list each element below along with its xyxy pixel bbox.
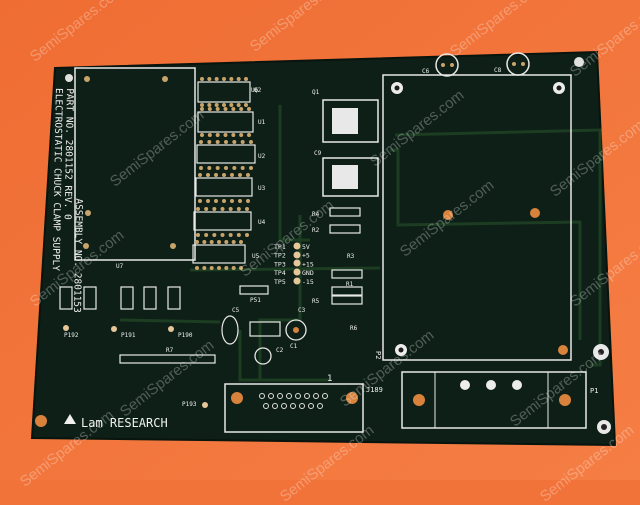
resistors xyxy=(59,207,363,364)
ref-r4: R4 xyxy=(312,211,320,218)
copper-pad xyxy=(530,208,540,218)
ref-c3: C3 xyxy=(298,307,306,314)
ref-q1: Q1 xyxy=(312,89,320,96)
brand-text: Lam RESEARCH xyxy=(81,416,168,430)
ref-r5: R5 xyxy=(312,298,320,305)
testpoint-value: +15 xyxy=(302,260,314,268)
ref-c6: C6 xyxy=(422,68,430,75)
copper-pad xyxy=(443,210,453,220)
ic-pins xyxy=(195,77,253,270)
ref-r1: R1 xyxy=(346,281,354,288)
copper-pad xyxy=(558,345,568,355)
corner-hole xyxy=(35,415,47,427)
pcb-photo: ELECTROSTATIC CHUCK CLAMP SUPPLY PART NO… xyxy=(0,0,640,480)
ref-q2: Q2 xyxy=(254,87,262,94)
signal-pads xyxy=(63,325,208,408)
pad xyxy=(170,243,176,249)
testpoint-value: +5 xyxy=(302,252,310,260)
testpoint-tp5: TP5 xyxy=(274,278,286,286)
copper-pad xyxy=(413,394,425,406)
pad xyxy=(83,243,89,249)
testpoint-value: 5V xyxy=(302,243,310,251)
regulator-q2 xyxy=(322,99,379,143)
regulator-q1 xyxy=(322,157,379,197)
dsub-pins xyxy=(259,393,328,409)
label-pin-one: 1 xyxy=(327,374,332,384)
lam-logo: Lam RESEARCH xyxy=(64,414,168,430)
testpoint-pads xyxy=(293,242,301,285)
testpoint-tp4: TP4 xyxy=(274,269,286,277)
ref-r6: R6 xyxy=(350,325,358,332)
ref-u7: U7 xyxy=(116,263,124,270)
ref-c5: C5 xyxy=(232,307,240,314)
pad xyxy=(84,76,90,82)
ref-p191: P191 xyxy=(121,332,136,339)
pad xyxy=(85,210,91,216)
copper-pad xyxy=(346,392,358,404)
connector-p1-outline xyxy=(401,371,587,429)
ref-u2: U2 xyxy=(258,153,266,160)
capacitor-c8 xyxy=(435,53,459,77)
board-title: ELECTROSTATIC CHUCK CLAMP SUPPLY PART NO… xyxy=(50,88,84,313)
testpoint-tp2: TP2 xyxy=(274,252,286,260)
capacitor-c1 xyxy=(285,319,307,341)
transformer-outline xyxy=(74,67,196,261)
ref-c2: C2 xyxy=(276,347,284,354)
pin xyxy=(486,380,496,390)
testpoint-tp1: TP1 xyxy=(274,243,286,251)
copper-traces xyxy=(119,105,602,382)
ref-u1: U1 xyxy=(258,119,266,126)
capacitor-c2 xyxy=(254,347,272,365)
ref-p192: P192 xyxy=(64,332,79,339)
ref-c9: C9 xyxy=(314,150,322,157)
pad xyxy=(162,76,168,82)
ref-p51: P51 xyxy=(250,297,261,304)
hv-module-outline xyxy=(382,74,572,361)
ref-r7: R7 xyxy=(166,347,174,354)
ref-r2: R2 xyxy=(312,227,320,234)
testpoint-value: GND xyxy=(302,269,314,277)
copper-pad xyxy=(231,392,243,404)
title-line-1: ELECTROSTATIC CHUCK CLAMP SUPPLY xyxy=(50,88,64,271)
ref-p193: P193 xyxy=(182,401,197,408)
pin xyxy=(460,380,470,390)
capacitor-c5 xyxy=(221,315,239,345)
ref-c8: C8 xyxy=(494,67,502,74)
ref-p190: P190 xyxy=(178,332,193,339)
title-line-3: ASSEMBLY NO. 2801153 xyxy=(71,198,84,313)
capacitor-c9 xyxy=(506,52,530,76)
ref-u5: U5 xyxy=(252,253,260,260)
capacitor-c3 xyxy=(249,321,281,337)
label-p1: P1 xyxy=(590,387,598,395)
ref-u6: U6 xyxy=(251,87,259,94)
copper-pad xyxy=(559,394,571,406)
pcb-board xyxy=(30,50,617,447)
corner-hole xyxy=(574,57,584,67)
testpoint-value: -15 xyxy=(302,278,314,286)
ref-u3: U3 xyxy=(258,185,266,192)
pin xyxy=(512,380,522,390)
label-p2: P2 xyxy=(374,351,382,359)
corner-hole xyxy=(65,74,73,82)
connector-j189-outline xyxy=(224,383,364,433)
label-j189: J189 xyxy=(366,386,383,394)
testpoint-tp3: TP3 xyxy=(274,260,286,268)
ref-u4: U4 xyxy=(258,219,266,226)
title-line-2: PART NO. 2801152 REV. 0 xyxy=(62,88,75,220)
ref-r3: R3 xyxy=(347,253,355,260)
ic-footprints xyxy=(192,81,256,264)
ref-c1: C1 xyxy=(290,343,298,350)
